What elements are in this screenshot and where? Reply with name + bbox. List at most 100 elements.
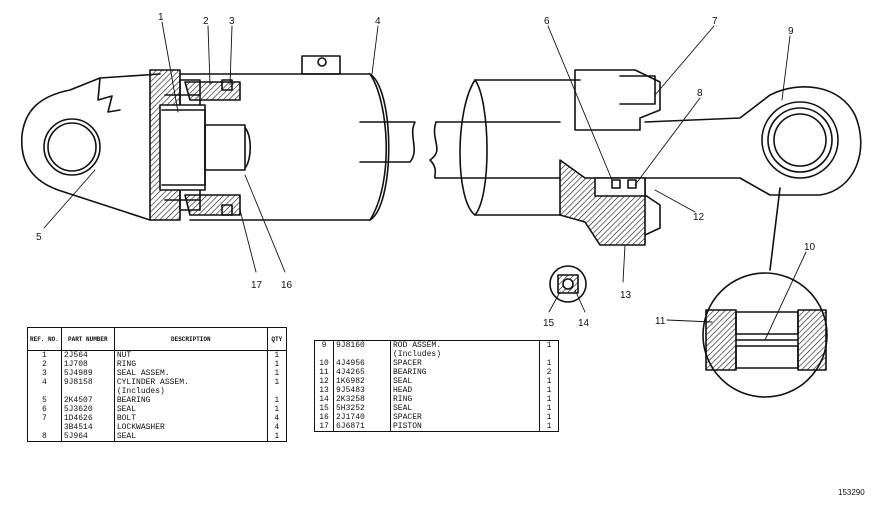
cell-desc: ROD ASSEM. [390, 340, 540, 350]
cell-part [333, 350, 391, 359]
cylinder-tail-end [20, 55, 416, 221]
cell-desc: SEAL ASSEM. [114, 369, 268, 378]
cell-part: 9J8158 [61, 378, 115, 387]
callout-5: 5 [36, 232, 42, 243]
cell-part: 9J8160 [333, 340, 391, 350]
callout-labels: 1 2 3 4 5 6 7 8 9 10 11 12 13 14 15 16 1… [36, 12, 816, 329]
leader-lines [43, 21, 807, 341]
cell-desc: (Includes) [390, 350, 540, 359]
cell-qty [539, 350, 559, 359]
cell-part: 3B4514 [61, 423, 115, 432]
cell-desc: LOCKWASHER [114, 423, 268, 432]
table-row: (Includes) [314, 350, 559, 359]
cell-qty: 1 [539, 386, 559, 395]
callout-4: 4 [375, 16, 381, 27]
cell-desc: BEARING [390, 368, 540, 377]
cell-ref: 13 [314, 386, 334, 395]
cell-desc: BOLT [114, 414, 268, 423]
figure-number: 153290 [838, 488, 865, 497]
cell-qty: 1 [267, 432, 287, 442]
cell-desc: SEAL [390, 404, 540, 413]
cell-part: 2J1740 [333, 413, 391, 422]
cell-desc: BEARING [114, 396, 268, 405]
cell-ref: 10 [314, 359, 334, 368]
callout-6: 6 [544, 16, 550, 27]
cell-part [61, 387, 115, 396]
cell-part: 1D4626 [61, 414, 115, 423]
cell-part: 5J4989 [61, 369, 115, 378]
cell-desc: SPACER [390, 359, 540, 368]
cell-desc: RING [390, 395, 540, 404]
cell-ref [27, 387, 62, 396]
callout-2: 2 [203, 16, 209, 27]
cell-desc: HEAD [390, 386, 540, 395]
cell-ref: 8 [27, 432, 62, 442]
cell-qty: 1 [539, 395, 559, 404]
cell-desc: SPACER [390, 413, 540, 422]
col-desc-header: DESCRIPTION [114, 327, 268, 351]
callout-15: 15 [543, 318, 555, 329]
table-row: (Includes) [27, 387, 287, 396]
cell-qty: 1 [539, 413, 559, 422]
cell-qty: 1 [267, 350, 287, 360]
callout-7: 7 [712, 16, 718, 27]
cell-ref: 12 [314, 377, 334, 386]
cell-part: 9J5483 [333, 386, 391, 395]
cell-qty [267, 387, 287, 396]
cell-part: 5J3620 [61, 405, 115, 414]
callout-3: 3 [229, 16, 235, 27]
callout-9: 9 [788, 26, 794, 37]
cell-ref: 16 [314, 413, 334, 422]
callout-16: 16 [281, 280, 293, 291]
cell-ref: 17 [314, 422, 334, 432]
cell-qty: 1 [267, 360, 287, 369]
cell-desc: SEAL [114, 405, 268, 414]
cell-part: 4J4265 [333, 368, 391, 377]
callout-12: 12 [693, 212, 705, 223]
cell-ref: 2 [27, 360, 62, 369]
cell-qty: 4 [267, 414, 287, 423]
cell-part: 4J4956 [333, 359, 391, 368]
cell-ref: 9 [314, 340, 334, 350]
cell-qty: 1 [539, 359, 559, 368]
cell-part: 1K6982 [333, 377, 391, 386]
cell-ref: 11 [314, 368, 334, 377]
cell-qty: 2 [539, 368, 559, 377]
cell-ref [314, 350, 334, 359]
callout-8: 8 [697, 88, 703, 99]
cell-qty: 1 [267, 369, 287, 378]
col-ref-header: REF. NO. [27, 327, 62, 351]
cell-desc: PISTON [390, 422, 540, 432]
cell-part: 2J564 [61, 350, 115, 360]
cell-ref [27, 423, 62, 432]
parts-table-left: REF. NO. PART NUMBER DESCRIPTION QTY 1 2J… [27, 327, 287, 442]
col-part-header: PART NUMBER [61, 327, 115, 351]
callout-10: 10 [804, 242, 816, 253]
cell-qty: 1 [539, 340, 559, 350]
cell-ref: 3 [27, 369, 62, 378]
cell-part: 5H3252 [333, 404, 391, 413]
cell-qty: 1 [267, 396, 287, 405]
cell-desc: NUT [114, 350, 268, 360]
callout-17: 17 [251, 280, 263, 291]
cell-qty: 1 [539, 422, 559, 432]
cell-desc: CYLINDER ASSEM. [114, 378, 268, 387]
cell-desc: (Includes) [114, 387, 268, 396]
col-qty-header: QTY [267, 327, 287, 351]
cell-ref: 14 [314, 395, 334, 404]
